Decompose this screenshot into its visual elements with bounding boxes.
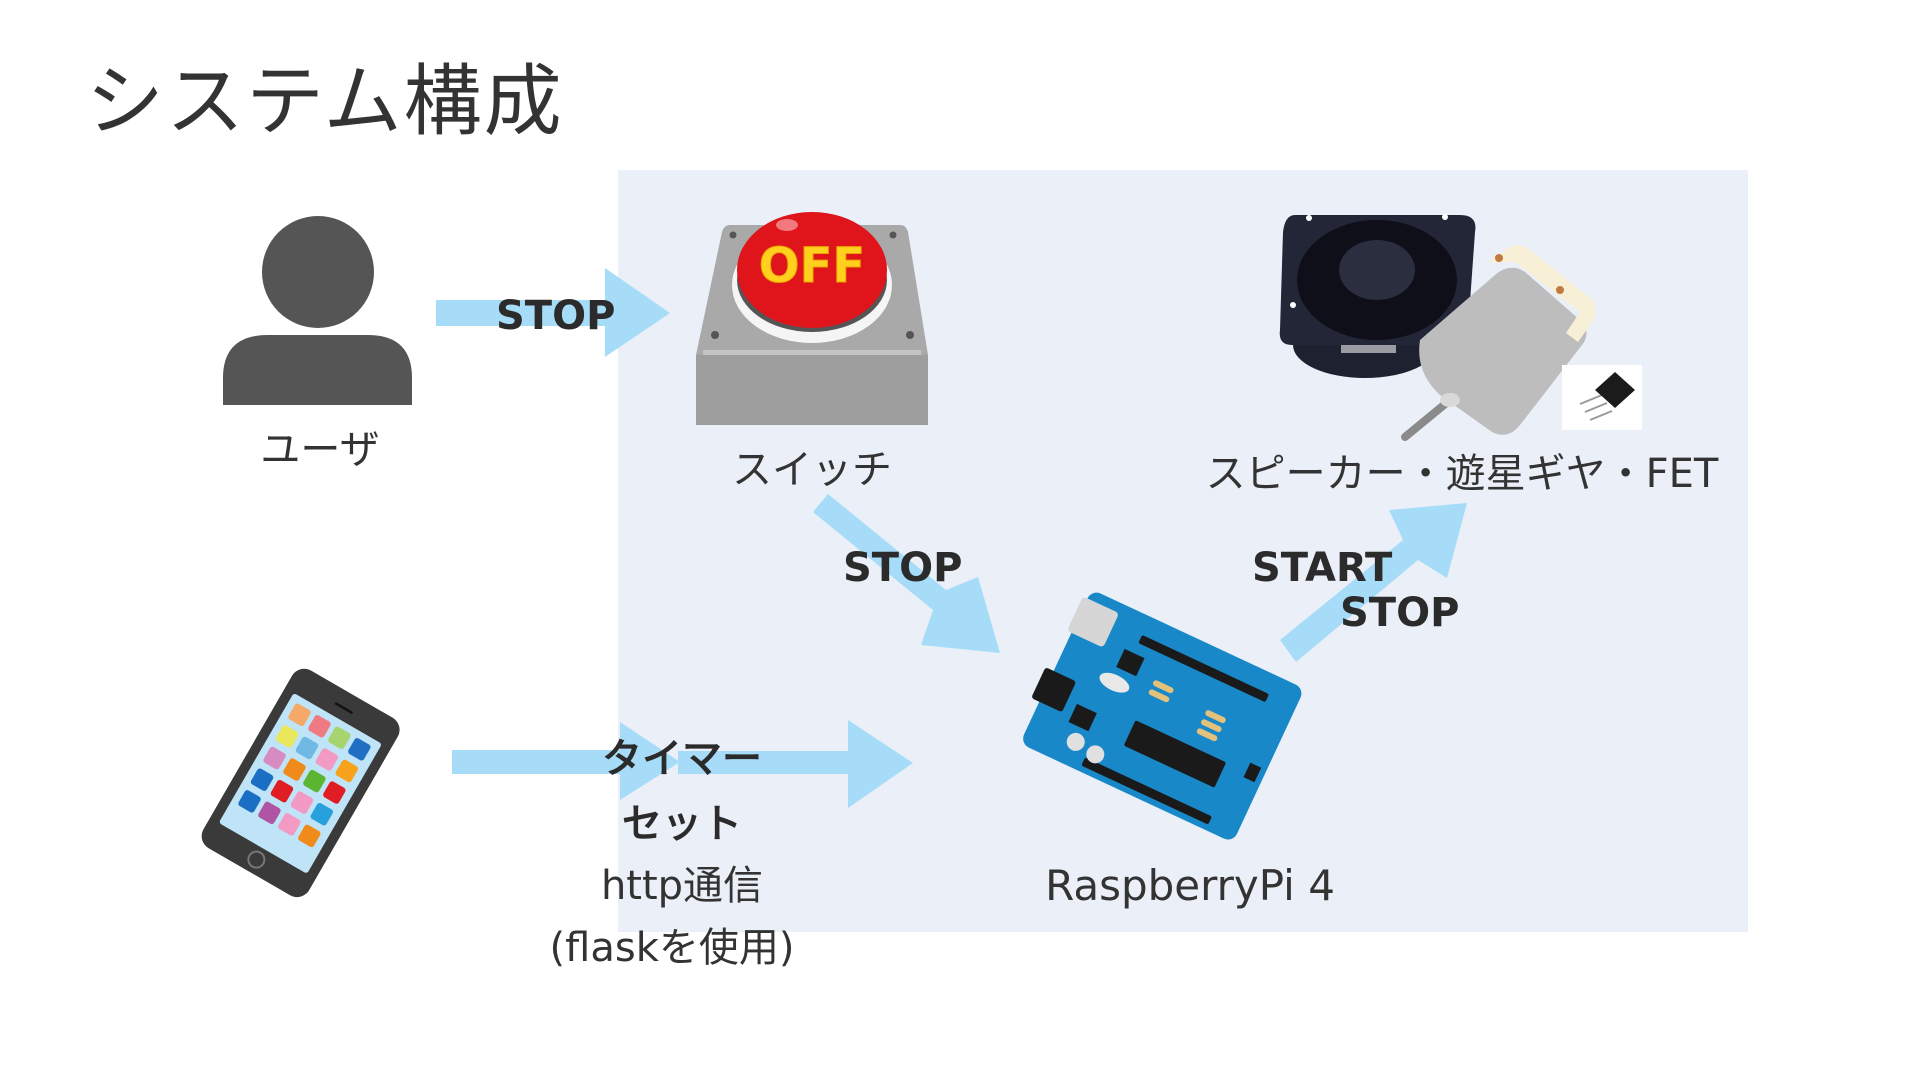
edge-label-switch-controller: STOP <box>843 545 963 591</box>
edge-label-user-switch: STOP <box>496 293 616 339</box>
off-button-icon: OFF <box>696 212 928 425</box>
edge-sublabel-http: http通信 <box>600 863 764 909</box>
speaker-icon <box>1279 214 1476 378</box>
user-label: ユーザ <box>260 427 380 473</box>
edge-sublabel-flask: (flaskを使用) <box>549 925 795 971</box>
arrow-switch-to-controller <box>813 494 1000 653</box>
edge-label-set: セット <box>622 801 742 847</box>
actuators-label: スピーカー・遊星ギヤ・FET <box>1205 451 1719 497</box>
arrow-phone-to-controller-1 <box>452 722 680 800</box>
controller-label: RaspberryPi 4 <box>1045 861 1335 910</box>
smartphone-icon <box>201 668 400 898</box>
arrow-phone-to-controller-2 <box>678 720 913 808</box>
switch-off-text: OFF <box>759 238 865 294</box>
person-icon <box>223 216 412 405</box>
microcontroller-board-icon <box>1023 592 1302 840</box>
switch-label: スイッチ <box>732 447 892 493</box>
fet-transistor-icon <box>1562 365 1642 430</box>
arrow-user-to-switch <box>436 268 670 357</box>
page-title: システム構成 <box>86 57 564 147</box>
edge-label-timer: タイマー <box>602 736 762 782</box>
dc-motor-icon <box>1401 245 1596 441</box>
arrow-controller-to-actuators <box>1280 503 1467 662</box>
edge-label-controller-start: START <box>1252 545 1393 591</box>
edge-label-controller-stop: STOP <box>1340 590 1460 636</box>
